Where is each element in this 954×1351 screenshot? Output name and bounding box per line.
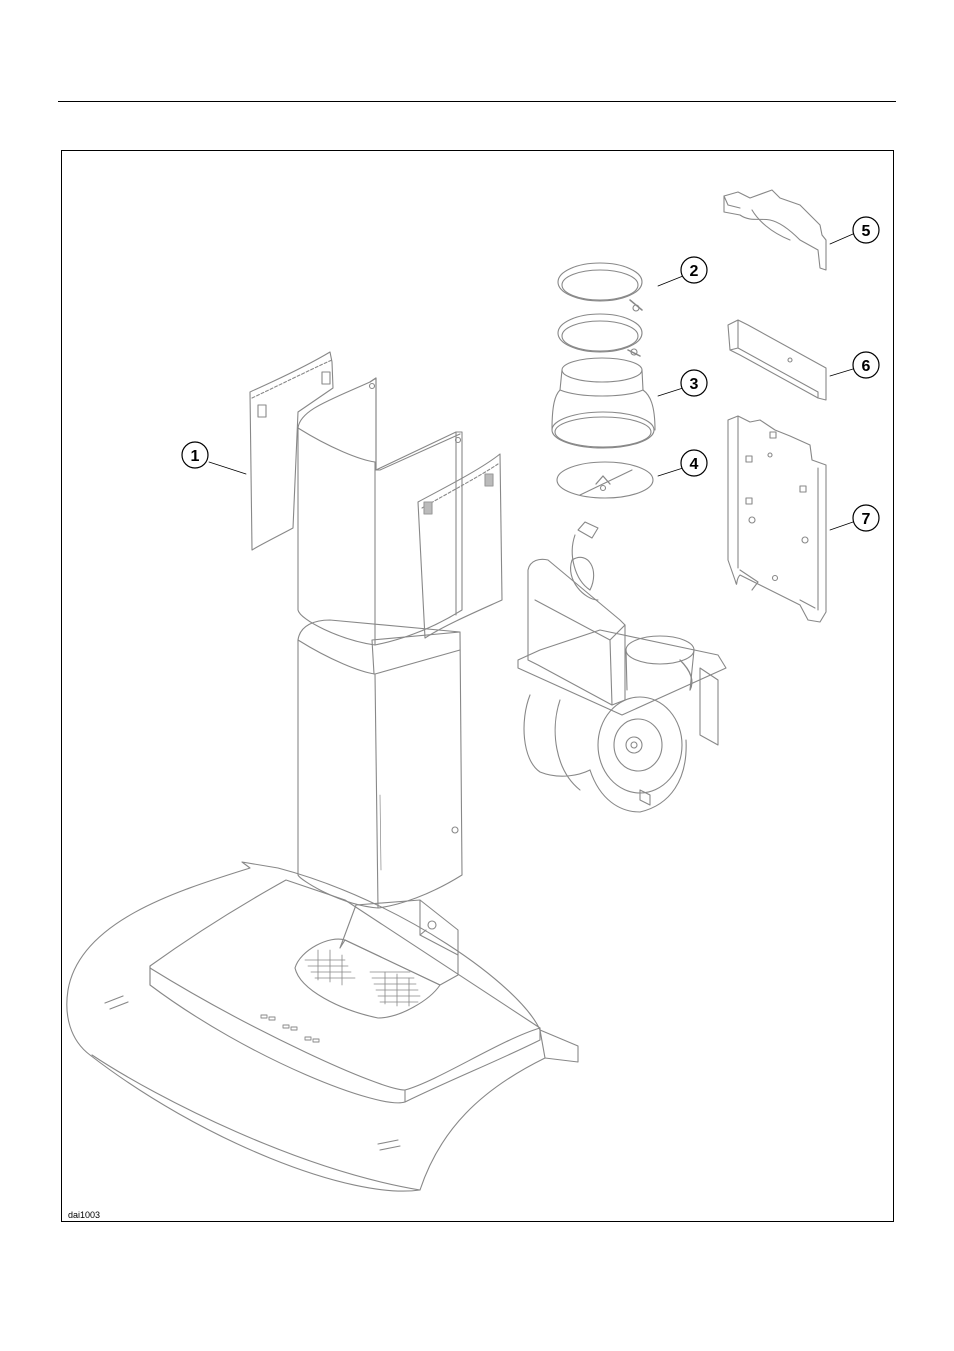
svg-text:5: 5 — [862, 223, 871, 240]
svg-text:4: 4 — [690, 456, 699, 473]
leader-lines — [209, 234, 853, 530]
lower-chimney — [298, 620, 462, 908]
callout-1: 1 — [182, 442, 208, 468]
hood-canopy — [67, 862, 578, 1191]
svg-text:1: 1 — [191, 448, 200, 465]
figure-code: dai1003 — [68, 1210, 100, 1220]
svg-text:2: 2 — [690, 263, 699, 280]
part-2-clamps — [558, 263, 642, 356]
callout-3: 3 — [681, 370, 707, 396]
svg-text:6: 6 — [862, 358, 871, 375]
svg-text:3: 3 — [690, 376, 699, 393]
callout-4: 4 — [681, 450, 707, 476]
callout-5: 5 — [853, 217, 879, 243]
svg-text:7: 7 — [862, 511, 871, 528]
part-4-damper — [557, 462, 653, 498]
part-3-spigot — [552, 358, 655, 448]
part-6-bracket — [728, 320, 826, 400]
callout-6: 6 — [853, 352, 879, 378]
callout-7: 7 — [853, 505, 879, 531]
part-7-mounting-plate — [728, 416, 826, 622]
upper-chimney — [298, 378, 462, 645]
part-5-bracket — [724, 190, 826, 270]
motor-unit — [518, 522, 726, 812]
callout-2: 2 — [681, 257, 707, 283]
